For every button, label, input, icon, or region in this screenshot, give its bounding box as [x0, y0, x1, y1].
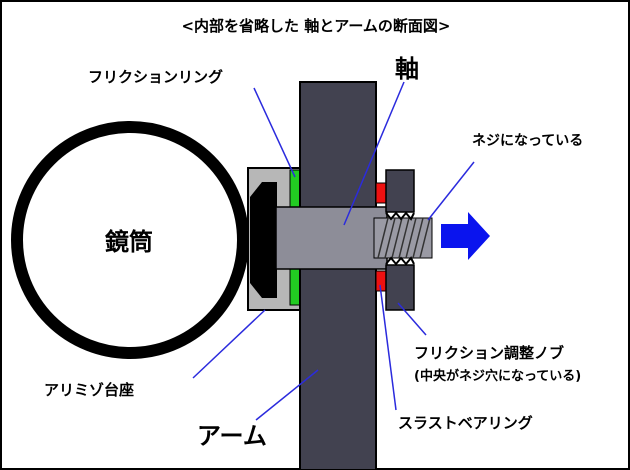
friction-knob-bottom	[385, 264, 415, 311]
threaded-label: ネジになっている	[472, 133, 583, 149]
threaded-bolt	[373, 211, 433, 266]
thrust-bearing-label: スラストベアリング	[398, 414, 533, 432]
leader-threaded	[427, 161, 475, 221]
direction-arrow	[441, 212, 490, 260]
shaft-label: 軸	[395, 55, 419, 83]
arm	[299, 81, 377, 470]
shaft	[275, 206, 388, 270]
dovetail-clamp	[250, 182, 277, 298]
arm-label: アーム	[197, 422, 267, 450]
leader-alimizu-base	[192, 309, 266, 379]
friction-knob-note: (中央がネジ穴になっている)	[414, 368, 581, 384]
leader-arm	[255, 369, 319, 421]
leader-friction-ring	[253, 87, 296, 178]
friction-knob-label: フリクション調整ノブ	[414, 344, 564, 362]
diagram-title: <内部を省略した 軸とアームの断面図>	[181, 17, 450, 35]
alimizu-base-label: アリミゾ台座	[44, 381, 134, 399]
tube-label: 鏡筒	[105, 228, 153, 256]
leader-friction-knob	[397, 302, 427, 336]
friction-ring-label: フリクションリング	[88, 68, 223, 86]
friction-ring-bottom	[289, 267, 301, 306]
thrust-bearing-top	[375, 182, 387, 204]
leader-thrust-bearing	[379, 284, 397, 411]
leader-shaft	[343, 81, 405, 226]
tube-ring	[11, 121, 249, 359]
friction-knob-top	[385, 169, 415, 213]
